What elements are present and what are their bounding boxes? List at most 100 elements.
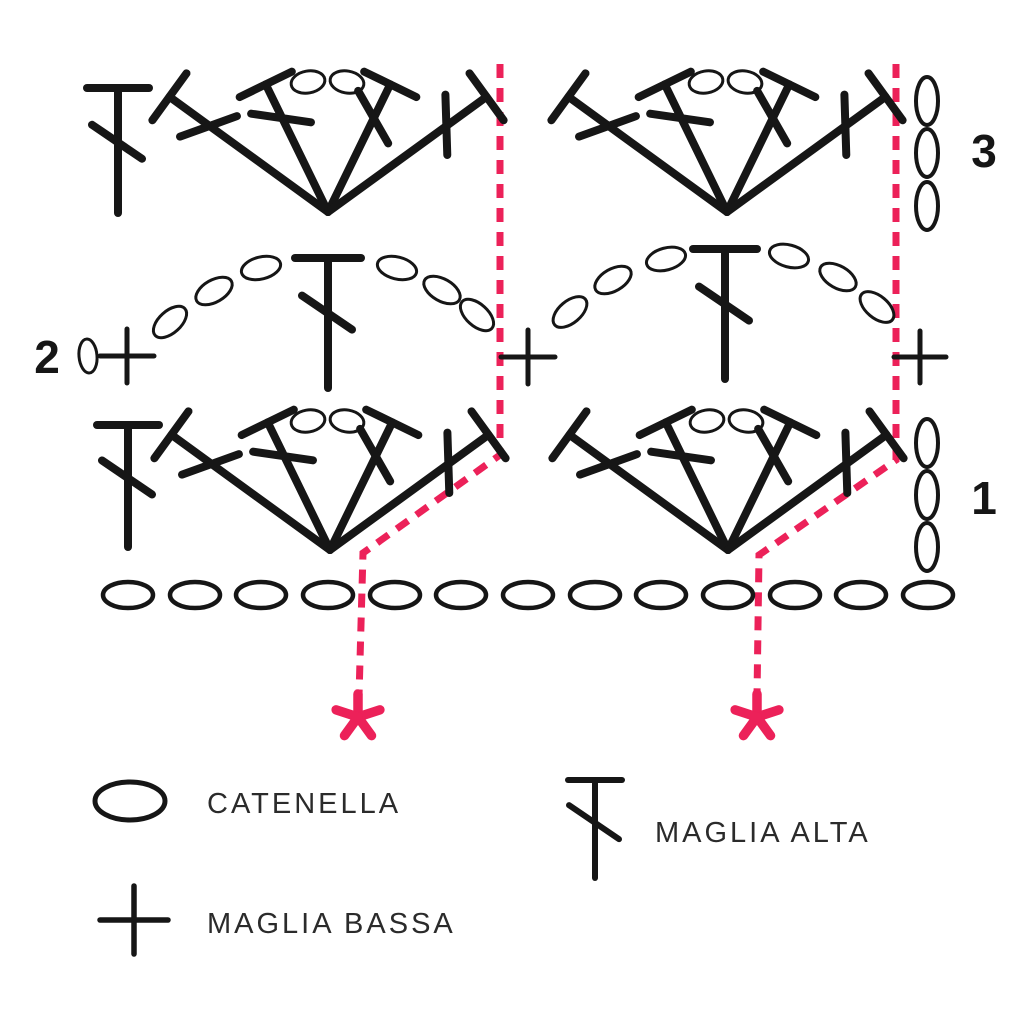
catenella-symbol <box>422 274 462 306</box>
repeat-guide-line <box>355 64 504 697</box>
maglia-alta-symbol <box>723 69 907 216</box>
dc-top-bar <box>235 67 296 102</box>
dc-stem <box>263 418 334 554</box>
catenella-symbol <box>167 579 223 611</box>
dc-top-bar <box>362 405 423 440</box>
maglia-bassa-symbol <box>97 883 171 957</box>
maglia-alta-symbol <box>83 84 153 217</box>
row-number-1: 1 <box>971 472 997 524</box>
dc-top-bar <box>547 69 590 125</box>
stitch-symbols-layer <box>77 67 956 957</box>
catenella-symbol <box>688 408 726 434</box>
dc-stem <box>723 80 794 216</box>
dc-crossbar <box>249 447 317 465</box>
maglia-alta-symbol <box>548 407 732 554</box>
catenella-symbol <box>567 579 623 611</box>
catenella-symbol <box>687 69 725 95</box>
maglia-bassa-symbol <box>891 328 949 386</box>
dc-crossbar <box>753 86 792 148</box>
catenella-symbol <box>914 469 940 521</box>
dc-crossbar <box>354 86 393 148</box>
maglia-alta-symbol <box>724 405 821 554</box>
catenella-symbol <box>767 242 811 270</box>
repeat-guides-layer <box>355 64 900 697</box>
dc-crossbar <box>356 424 395 486</box>
catenella-symbol <box>233 579 289 611</box>
catenella-symbol <box>328 69 366 95</box>
catenella-symbol <box>914 180 940 232</box>
catenella-symbol <box>77 337 99 375</box>
maglia-alta-symbol <box>634 67 731 216</box>
dc-stem <box>165 92 332 216</box>
dc-crossbar <box>754 424 793 486</box>
dc-stem <box>167 430 334 554</box>
dc-crossbar <box>576 450 641 479</box>
row-number-2: 2 <box>34 331 60 383</box>
catenella-symbol <box>914 417 940 469</box>
dc-top-bar <box>760 405 821 440</box>
catenella-symbol <box>458 297 496 333</box>
catenella-symbol <box>633 579 689 611</box>
dc-stem <box>660 80 731 216</box>
repeat-start-asterisk <box>730 689 784 741</box>
dc-stem <box>324 92 491 216</box>
catenella-symbol <box>833 579 889 611</box>
dc-crossbar <box>247 109 315 127</box>
catenella-symbol <box>644 245 688 273</box>
catenella-symbol <box>914 521 940 573</box>
maglia-alta-symbol <box>547 69 731 216</box>
legend-label-catenella: CATENELLA <box>207 788 401 820</box>
legend: CATENELLA MAGLIA BASSA MAGLIA ALTA <box>207 788 868 940</box>
dc-top-bar <box>467 407 510 463</box>
dc-top-bar <box>634 67 695 102</box>
maglia-alta-symbol <box>93 421 163 551</box>
catenella-symbol <box>767 579 823 611</box>
catenella-symbol <box>300 579 356 611</box>
catenella-symbol <box>289 408 327 434</box>
dc-stem <box>724 430 891 554</box>
dc-stem <box>724 418 795 554</box>
dc-crossbar <box>98 456 156 499</box>
maglia-alta-symbol <box>237 405 334 554</box>
dc-crossbar <box>176 112 241 141</box>
dc-stem <box>661 418 732 554</box>
maglia-bassa-symbol <box>498 327 558 387</box>
dc-crossbar <box>841 428 852 498</box>
catenella-symbol <box>100 579 156 611</box>
maglia-alta-symbol <box>235 67 332 216</box>
catenella-symbol <box>151 304 189 340</box>
row-number-3: 3 <box>971 125 997 177</box>
dc-crossbar <box>88 120 146 163</box>
catenella-symbol <box>551 295 589 329</box>
dc-crossbar <box>566 802 622 843</box>
dc-stem <box>564 92 731 216</box>
dc-top-bar <box>237 405 298 440</box>
dc-top-bar <box>548 407 591 463</box>
catenella-symbol <box>289 69 327 95</box>
catenella-symbol <box>433 579 489 611</box>
catenella-symbol <box>726 69 764 95</box>
dc-top-bar <box>148 69 191 125</box>
dc-top-bar <box>465 69 508 125</box>
catenella-symbol <box>818 261 858 293</box>
catenella-symbol <box>500 579 556 611</box>
dc-crossbar <box>178 450 243 479</box>
dc-stem <box>326 418 397 554</box>
catenella-symbol <box>194 275 234 307</box>
maglia-alta-symbol <box>565 777 625 881</box>
dc-crossbar <box>647 447 715 465</box>
catenella-symbol <box>900 579 956 611</box>
catenella-symbol <box>858 290 896 324</box>
dc-top-bar <box>865 407 908 463</box>
maglia-alta-symbol <box>291 254 365 392</box>
catenella-symbol <box>914 75 940 127</box>
maglia-alta-symbol <box>724 407 908 554</box>
dc-stem <box>326 430 493 554</box>
maglia-alta-symbol <box>324 69 508 216</box>
maglia-alta-symbol <box>326 405 423 554</box>
dc-crossbar <box>575 112 640 141</box>
catenella-symbol <box>727 408 765 434</box>
dc-stem <box>565 430 732 554</box>
maglia-bassa-symbol <box>97 326 157 386</box>
